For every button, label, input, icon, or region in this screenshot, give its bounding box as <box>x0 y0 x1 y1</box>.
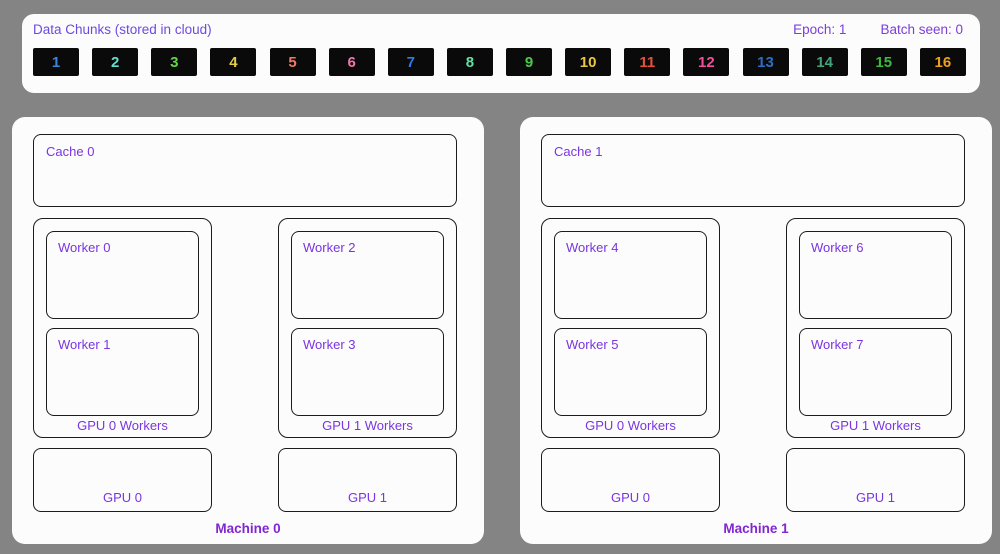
worker-groups-row: Worker 0 Worker 1 GPU 0 Workers Worker 2… <box>33 218 457 438</box>
gpu0-workers-group: Worker 0 Worker 1 GPU 0 Workers <box>33 218 212 438</box>
worker-group-label: GPU 1 Workers <box>322 418 413 433</box>
gpu0-workers-group: Worker 4 Worker 5 GPU 0 Workers <box>541 218 720 438</box>
gpu-label: GPU 0 <box>610 490 650 505</box>
data-chunk: 9 <box>506 48 552 76</box>
gpu1-box: GPU 1 <box>786 448 965 512</box>
worker-box: Worker 7 <box>799 328 952 416</box>
gpu0-box: GPU 0 <box>33 448 212 512</box>
worker-label: Worker 3 <box>303 337 356 352</box>
worker-box: Worker 2 <box>291 231 444 319</box>
machine-0-panel: Cache 0 Worker 0 Worker 1 GPU 0 Workers … <box>12 117 484 544</box>
worker-group-label: GPU 0 Workers <box>77 418 168 433</box>
cache-label: Cache 1 <box>554 144 603 159</box>
gpu-label: GPU 1 <box>855 490 895 505</box>
gpu1-box: GPU 1 <box>278 448 457 512</box>
data-chunk: 4 <box>210 48 257 76</box>
data-chunk: 10 <box>565 48 612 76</box>
data-chunk: 8 <box>446 48 493 76</box>
data-chunk: 6 <box>328 48 375 76</box>
worker-label: Worker 0 <box>58 240 111 255</box>
worker-box: Worker 3 <box>291 328 444 416</box>
cache-label: Cache 0 <box>46 144 95 159</box>
worker-group-label: GPU 1 Workers <box>830 418 921 433</box>
data-chunk: 7 <box>387 48 434 76</box>
data-chunk: 2 <box>92 48 139 76</box>
gpus-row: GPU 0 GPU 1 <box>33 448 457 512</box>
worker-box: Worker 1 <box>46 328 199 416</box>
gpu-label: GPU 0 <box>102 490 142 505</box>
cloud-data-chunks-panel: Data Chunks (stored in cloud) Epoch: 1 B… <box>22 14 980 93</box>
cache-box: Cache 1 <box>541 134 965 207</box>
data-chunk: 1 <box>33 48 79 76</box>
worker-group-label: GPU 0 Workers <box>585 418 676 433</box>
worker-box: Worker 6 <box>799 231 952 319</box>
worker-label: Worker 4 <box>566 240 619 255</box>
gpu-label: GPU 1 <box>347 490 387 505</box>
batch-seen-counter: Batch seen: 0 <box>880 22 963 37</box>
cache-box: Cache 0 <box>33 134 457 207</box>
machine-1-panel: Cache 1 Worker 4 Worker 5 GPU 0 Workers … <box>520 117 992 544</box>
data-chunk: 14 <box>801 48 848 76</box>
data-chunk-row: 1 2 3 4 5 6 7 8 9 10 11 12 13 14 15 16 <box>33 48 966 76</box>
worker-box: Worker 5 <box>554 328 707 416</box>
gpu0-box: GPU 0 <box>541 448 720 512</box>
data-chunk: 12 <box>683 48 730 76</box>
data-chunk: 13 <box>742 48 789 76</box>
data-chunk: 11 <box>624 48 671 76</box>
machine-name-label: Machine 1 <box>723 521 789 536</box>
worker-label: Worker 1 <box>58 337 111 352</box>
data-chunk: 16 <box>919 48 966 76</box>
worker-groups-row: Worker 4 Worker 5 GPU 0 Workers Worker 6… <box>541 218 965 438</box>
gpu1-workers-group: Worker 2 Worker 3 GPU 1 Workers <box>278 218 457 438</box>
gpu1-workers-group: Worker 6 Worker 7 GPU 1 Workers <box>786 218 965 438</box>
gpus-row: GPU 0 GPU 1 <box>541 448 965 512</box>
worker-label: Worker 2 <box>303 240 356 255</box>
data-chunk: 3 <box>151 48 198 76</box>
data-chunk: 15 <box>860 48 907 76</box>
machine-name-label: Machine 0 <box>215 521 281 536</box>
data-chunk: 5 <box>269 48 316 76</box>
worker-label: Worker 6 <box>811 240 864 255</box>
worker-label: Worker 7 <box>811 337 864 352</box>
worker-box: Worker 4 <box>554 231 707 319</box>
worker-box: Worker 0 <box>46 231 199 319</box>
training-counters: Epoch: 1 Batch seen: 0 <box>793 22 963 37</box>
worker-label: Worker 5 <box>566 337 619 352</box>
epoch-counter: Epoch: 1 <box>793 22 847 37</box>
data-chunks-title: Data Chunks (stored in cloud) <box>33 22 212 37</box>
